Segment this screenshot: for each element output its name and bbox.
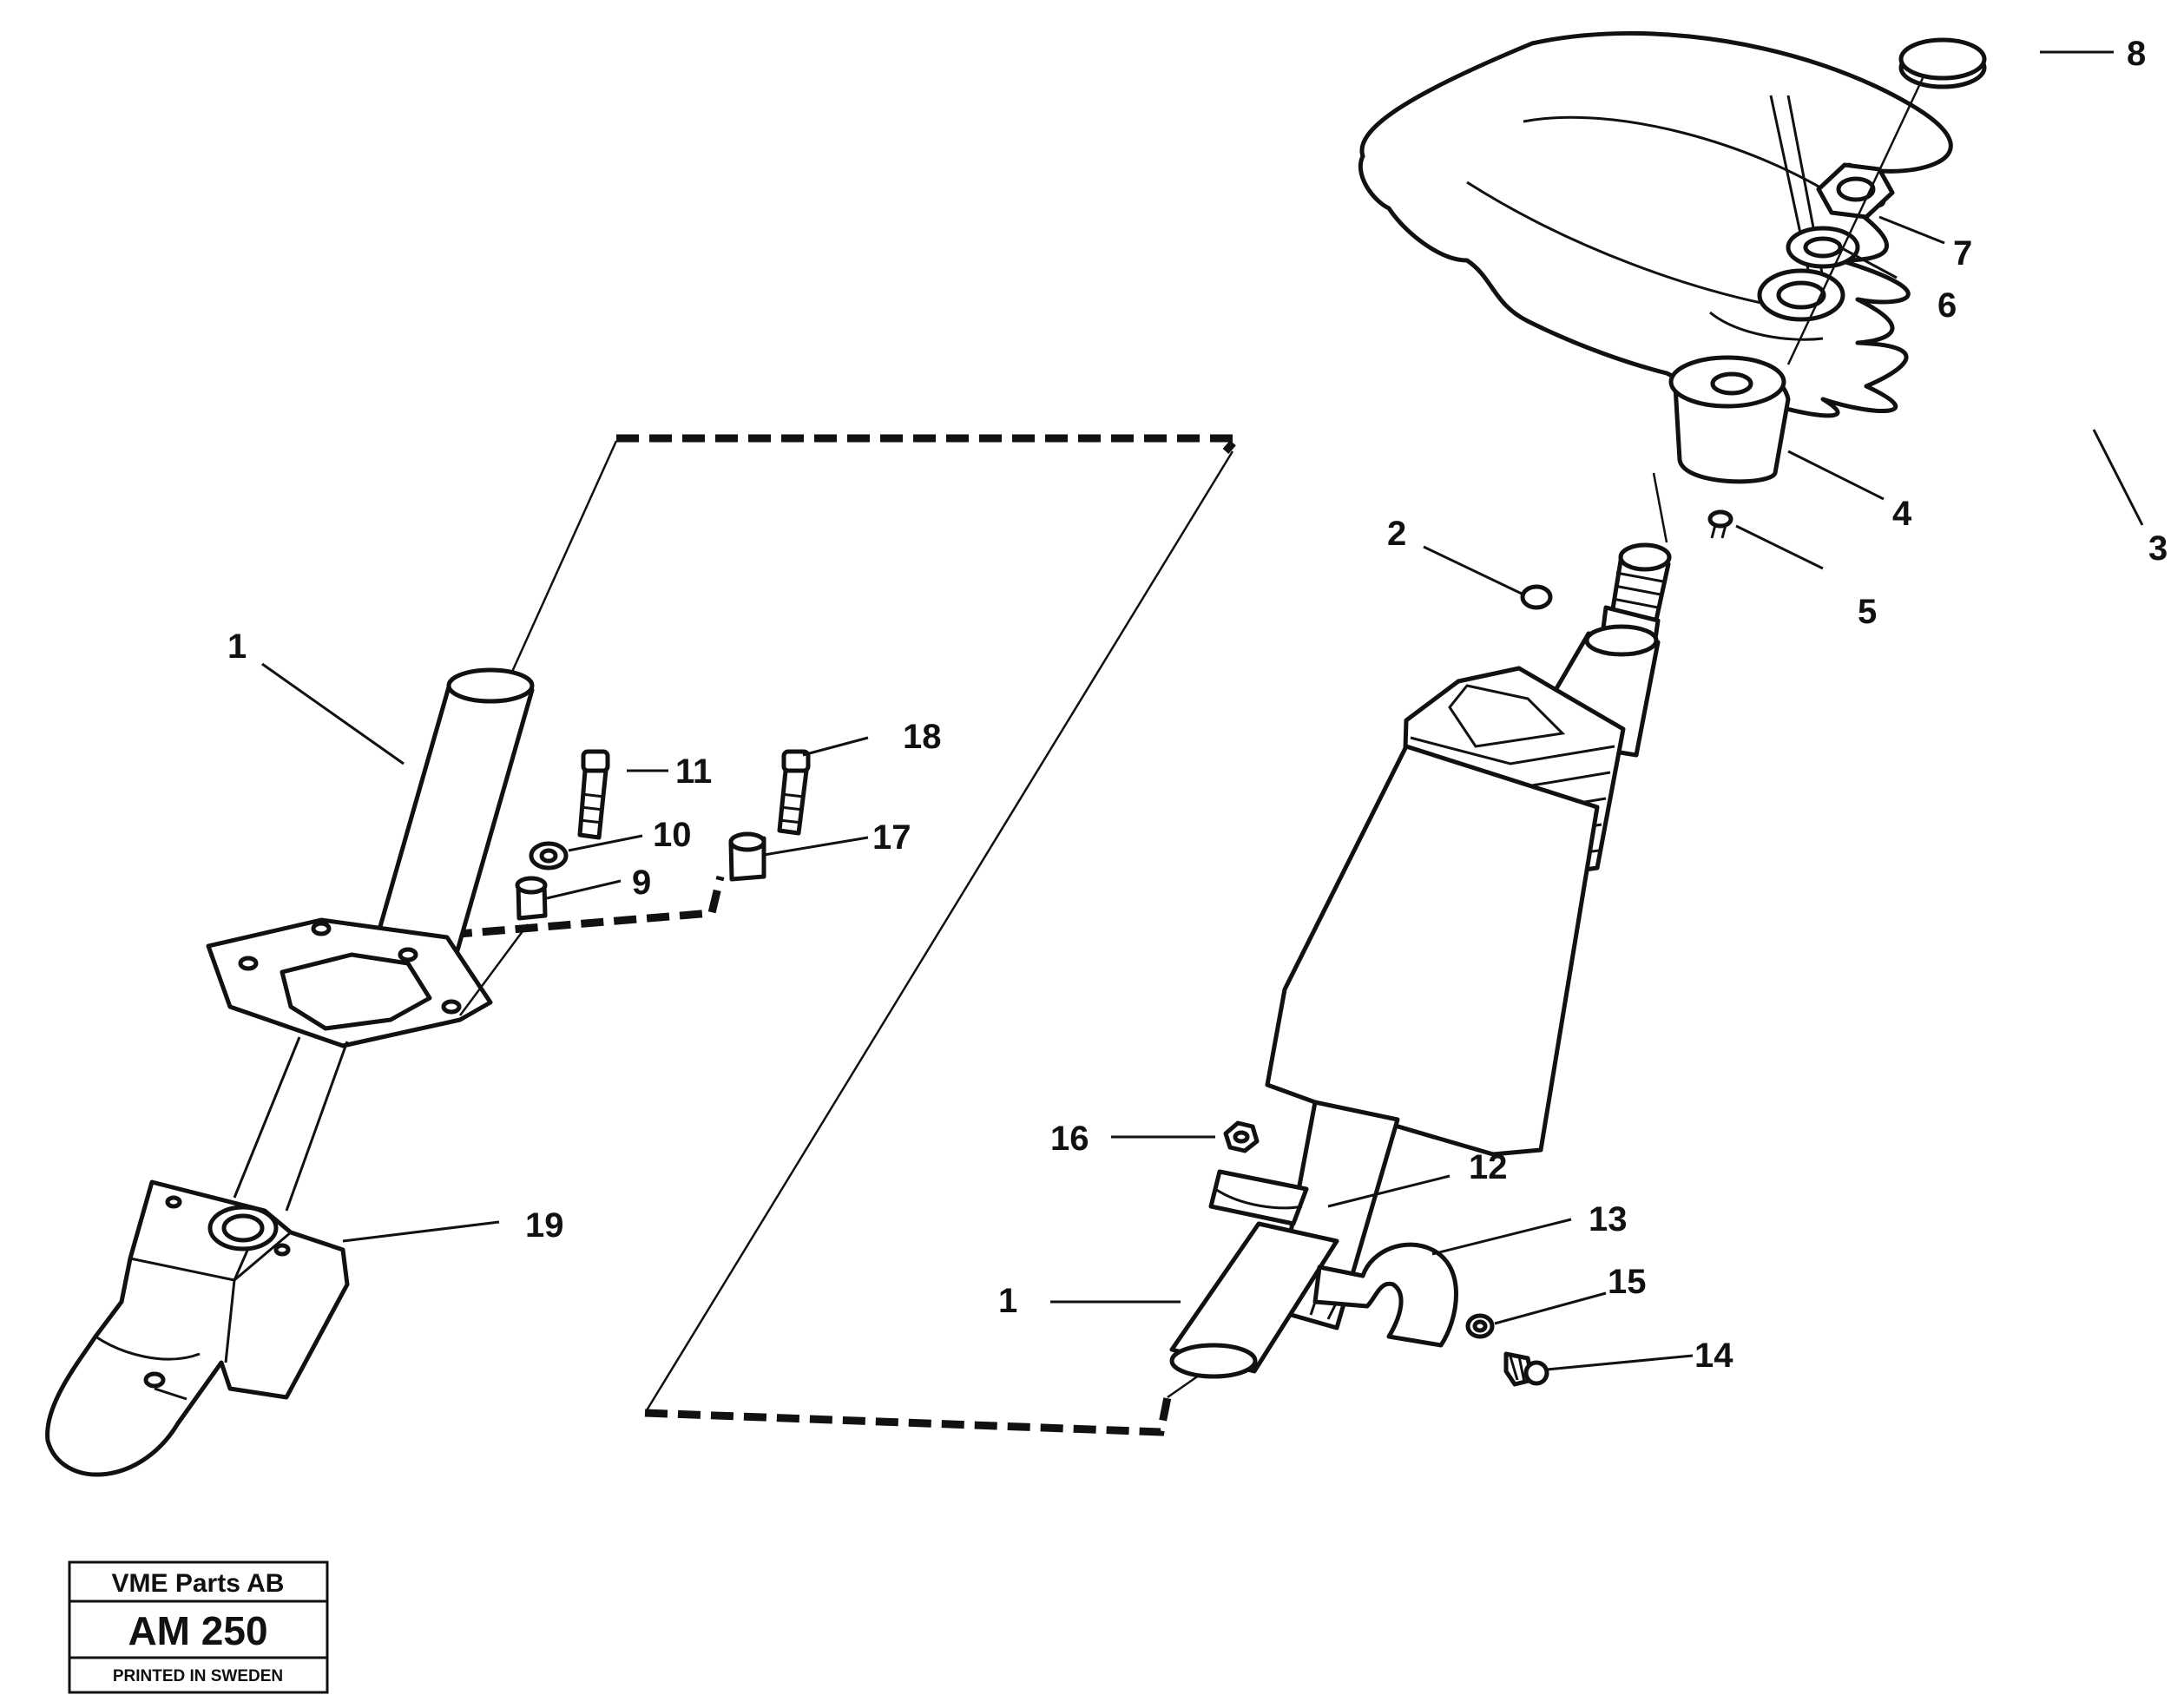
alignment-line-9 — [458, 923, 530, 1016]
washer-10 — [529, 841, 569, 870]
callout-11: 11 — [675, 752, 712, 791]
callout-5: 5 — [1858, 593, 1877, 631]
steering-valve — [45, 1179, 350, 1477]
lower-shaft — [233, 1036, 349, 1212]
callout-9: 9 — [632, 864, 651, 902]
hub-axis-line — [1652, 472, 1668, 543]
callout-19: 19 — [525, 1206, 564, 1245]
mounting-flange — [206, 917, 493, 1048]
callout-17: 17 — [872, 818, 911, 857]
stamp-code: AM 250 — [128, 1608, 267, 1653]
callout-leaders — [261, 50, 2144, 1371]
callout-6: 6 — [1937, 286, 1957, 325]
washer-15 — [1465, 1313, 1495, 1339]
callout-18: 18 — [903, 718, 942, 756]
callout-14: 14 — [1694, 1337, 1733, 1375]
callout-7: 7 — [1953, 234, 1972, 273]
callout-2: 2 — [1387, 515, 1406, 553]
callout-4: 4 — [1892, 495, 1912, 533]
bolt-18 — [777, 749, 811, 836]
assembly-axis-line — [1786, 77, 1924, 365]
bolt-11 — [577, 749, 610, 840]
nut-16 — [1223, 1120, 1260, 1153]
clamp-13 — [1309, 1242, 1458, 1348]
stamp-company: VME Parts AB — [112, 1569, 285, 1598]
center-cap — [1898, 37, 1987, 89]
spacer-9 — [515, 876, 548, 921]
grub-screw-2 — [1520, 584, 1553, 610]
callout-1-left: 1 — [227, 627, 247, 666]
callout-1-right: 1 — [998, 1282, 1017, 1320]
callout-16: 16 — [1050, 1120, 1089, 1158]
steering-tube-right — [1169, 1221, 1339, 1379]
screw-5 — [1707, 509, 1733, 539]
hex-nut — [1816, 162, 1895, 220]
callout-10: 10 — [653, 816, 692, 854]
stamp-frame — [68, 1560, 329, 1694]
steering-wheel — [1358, 30, 1953, 418]
spacer-17 — [728, 831, 766, 882]
callout-12: 12 — [1469, 1148, 1508, 1186]
callout-3: 3 — [2148, 529, 2168, 568]
steering-hub — [1668, 355, 1791, 484]
callout-8: 8 — [2127, 35, 2146, 73]
callout-labels: 1 11 10 9 18 17 19 2 8 7 6 4 5 3 16 12 1… — [227, 35, 2168, 1375]
callout-13: 13 — [1589, 1200, 1628, 1238]
stamp-note: PRINTED IN SWEDEN — [113, 1667, 283, 1685]
washers — [1757, 226, 1860, 322]
bolt-14 — [1503, 1351, 1549, 1387]
column-housing — [1265, 744, 1600, 1157]
callout-15: 15 — [1608, 1263, 1647, 1301]
publisher-stamp: VME Parts AB AM 250 PRINTED IN SWEDEN — [68, 1560, 329, 1694]
assembly-dashed-outline — [416, 434, 1246, 1436]
